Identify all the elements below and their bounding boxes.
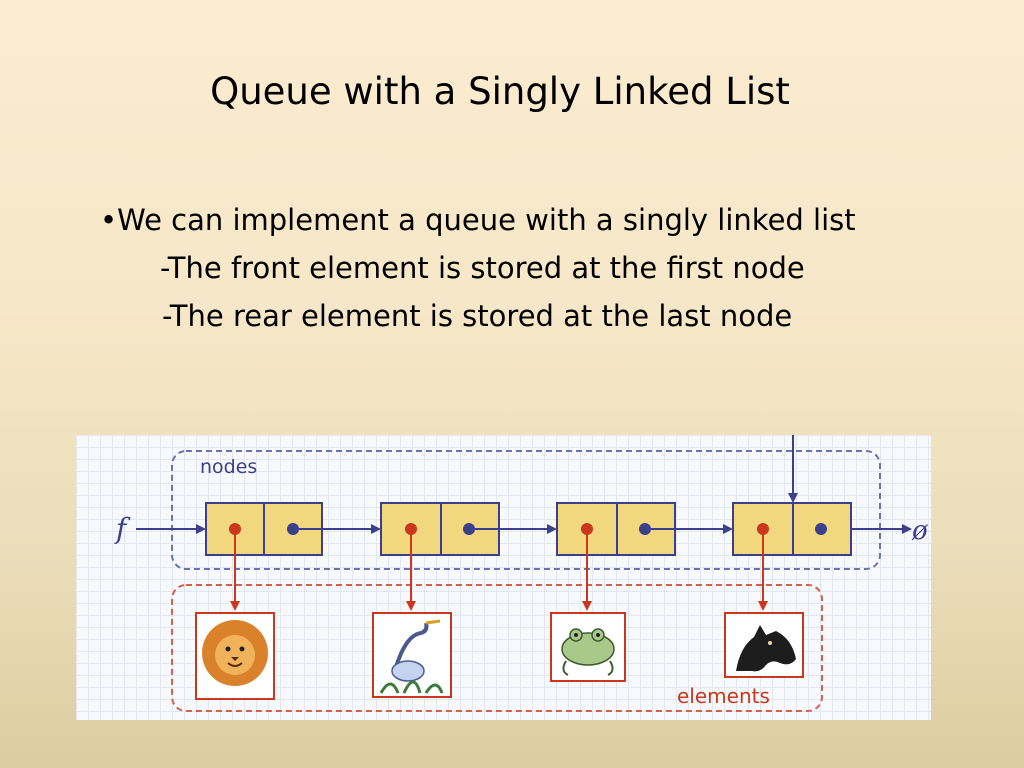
- bullet-list: •We can implement a queue with a singly …: [100, 196, 856, 340]
- null-symbol: ø: [911, 516, 928, 546]
- node-4: [732, 502, 852, 556]
- heron-picture: [372, 612, 452, 698]
- elements-group-outline: [171, 584, 823, 712]
- diagram-svg: nodes elements f ø: [114, 435, 928, 712]
- nodes-label: nodes: [200, 456, 257, 478]
- horse-picture: [724, 612, 804, 678]
- frog-picture: [550, 612, 626, 682]
- slide-title: Queue with a Singly Linked List: [210, 70, 790, 113]
- bullet-main: •We can implement a queue with a singly …: [100, 203, 856, 237]
- nodes-group-outline: [171, 450, 881, 570]
- lion-picture: [195, 612, 275, 700]
- front-pointer-label: f: [114, 512, 131, 545]
- bullet-rear: -The rear element is stored at the last …: [162, 299, 793, 333]
- next-ref-dot: [815, 523, 827, 535]
- elements-label: elements: [677, 684, 770, 708]
- bullet-front: -The front element is stored at the firs…: [160, 251, 805, 285]
- linked-list-diagram: nodes elements f ø: [76, 435, 931, 720]
